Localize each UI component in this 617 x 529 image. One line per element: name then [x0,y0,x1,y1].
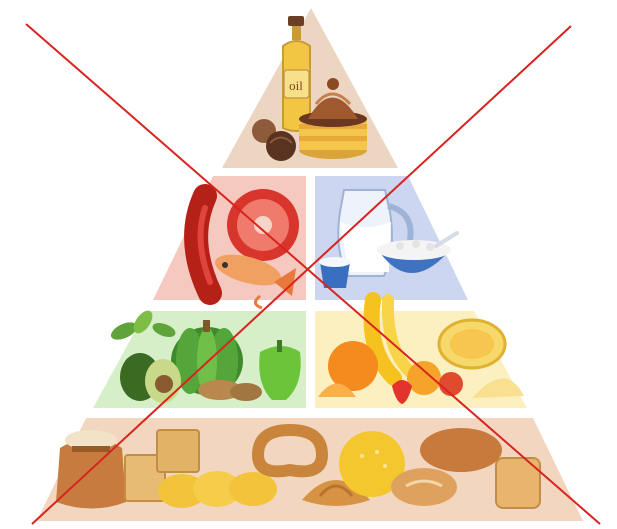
oil-label: oil [289,78,303,93]
challah-icon [158,471,277,508]
sausage-icon [196,196,210,293]
steak-icon [227,189,299,261]
